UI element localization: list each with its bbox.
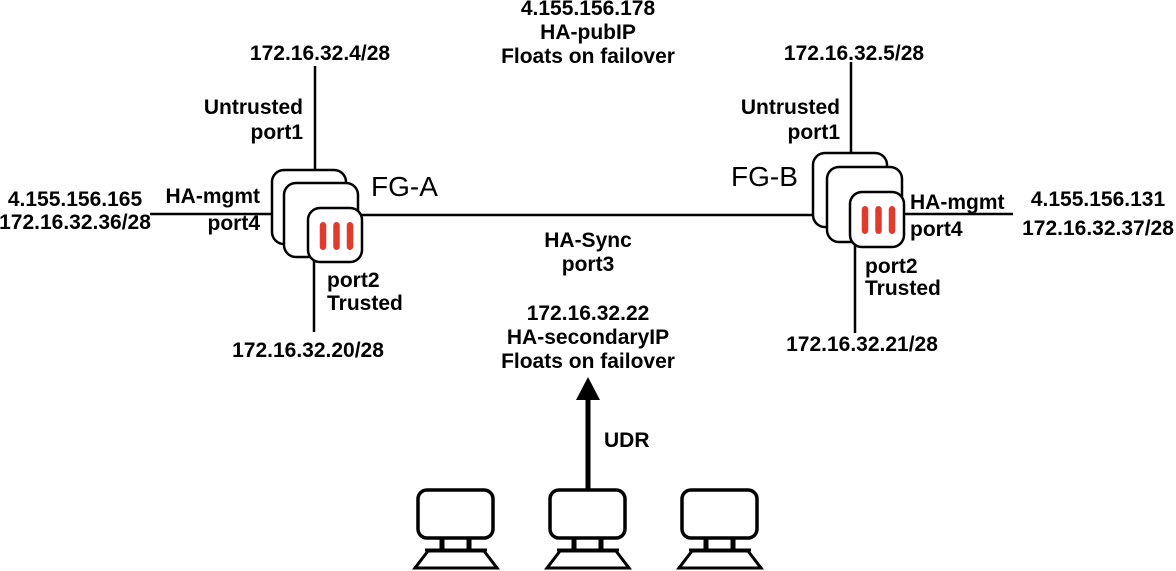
fg-b-port2-subnet: 172.16.32.21/28 — [786, 333, 938, 356]
fg-a-port4-name: port4 — [207, 212, 261, 235]
fg-a-port2-label: port2 Trusted — [327, 269, 403, 315]
ha-pubip-label: 4.155.156.178 HA-pubIP Floats on failove… — [438, 0, 738, 69]
fg-a-port1-name: port1 — [250, 121, 304, 144]
fg-a-mgmt-ip: 172.16.32.36/28 — [0, 211, 151, 234]
fg-b-port4-label: HA-mgmt port4 — [910, 189, 1005, 243]
fg-b-port2-name: port2 — [865, 255, 918, 278]
fg-a-mgmt-public-ip: 4.155.156.165 — [7, 188, 143, 211]
ha-secondary-ip-name: HA-secondaryIP — [506, 326, 670, 349]
fg-b-trusted-zone: Trusted — [865, 277, 941, 300]
fg-b-mgmt-ip: 172.16.32.37/28 — [1022, 217, 1174, 240]
ha-pubip-name: HA-pubIP — [540, 21, 636, 44]
fg-b-port4-name: port4 — [910, 218, 963, 241]
fg-b-mgmt-role: HA-mgmt — [910, 191, 1005, 214]
fg-b-firewall-icon — [811, 151, 906, 249]
ha-secondary-ip-note: Floats on failover — [501, 350, 675, 373]
fg-b-port2-label: port2 Trusted — [865, 256, 941, 300]
fg-b-untrusted-zone: Untrusted — [740, 96, 840, 119]
fg-a-port2-subnet: 172.16.32.20/28 — [232, 339, 384, 362]
fg-a-port2-name: port2 — [327, 269, 380, 292]
fg-a-port1-label: Untrusted port1 — [103, 95, 303, 145]
fg-a-mgmt-role: HA-mgmt — [165, 185, 261, 208]
fg-b-port1-label: Untrusted port1 — [640, 95, 840, 145]
ha-secondary-ip-label: 172.16.32.22 HA-secondaryIP Floats on fa… — [438, 302, 738, 374]
fg-b-mgmt-public-ip: 4.155.156.131 — [1030, 188, 1166, 211]
ha-sync-label: HA-Sync port3 — [488, 229, 688, 277]
ha-secondary-ip-address: 172.16.32.22 — [526, 302, 650, 325]
fg-b-mgmt-ips: 4.155.156.131 172.16.32.37/28 — [1008, 185, 1176, 243]
ha-pubip-note: Floats on failover — [501, 45, 675, 68]
workstation-icon-1 — [415, 490, 497, 568]
fg-a-trusted-zone: Trusted — [327, 292, 403, 315]
workstation-icon-3 — [679, 490, 761, 568]
workstation-icon-2 — [547, 490, 629, 568]
fg-a-port1-subnet: 172.16.32.4/28 — [249, 42, 391, 65]
ha-sync-role: HA-Sync — [544, 229, 632, 252]
udr-arrow — [576, 377, 600, 490]
ha-sync-port: port3 — [561, 253, 615, 276]
fg-a-untrusted-zone: Untrusted — [203, 96, 303, 119]
fg-a-mgmt-ips: 4.155.156.165 172.16.32.36/28 — [0, 188, 165, 234]
fg-b-port1-subnet: 172.16.32.5/28 — [783, 42, 925, 65]
fg-a-port4-label: HA-mgmt port4 — [60, 183, 261, 237]
fg-b-node-label: FG-B — [731, 161, 798, 192]
udr-label: UDR — [604, 429, 650, 452]
ha-pubip-address: 4.155.156.178 — [520, 0, 656, 20]
fg-a-node-label: FG-A — [371, 171, 438, 202]
fg-b-port1-name: port1 — [787, 121, 841, 144]
fg-a-firewall-icon — [270, 168, 364, 264]
